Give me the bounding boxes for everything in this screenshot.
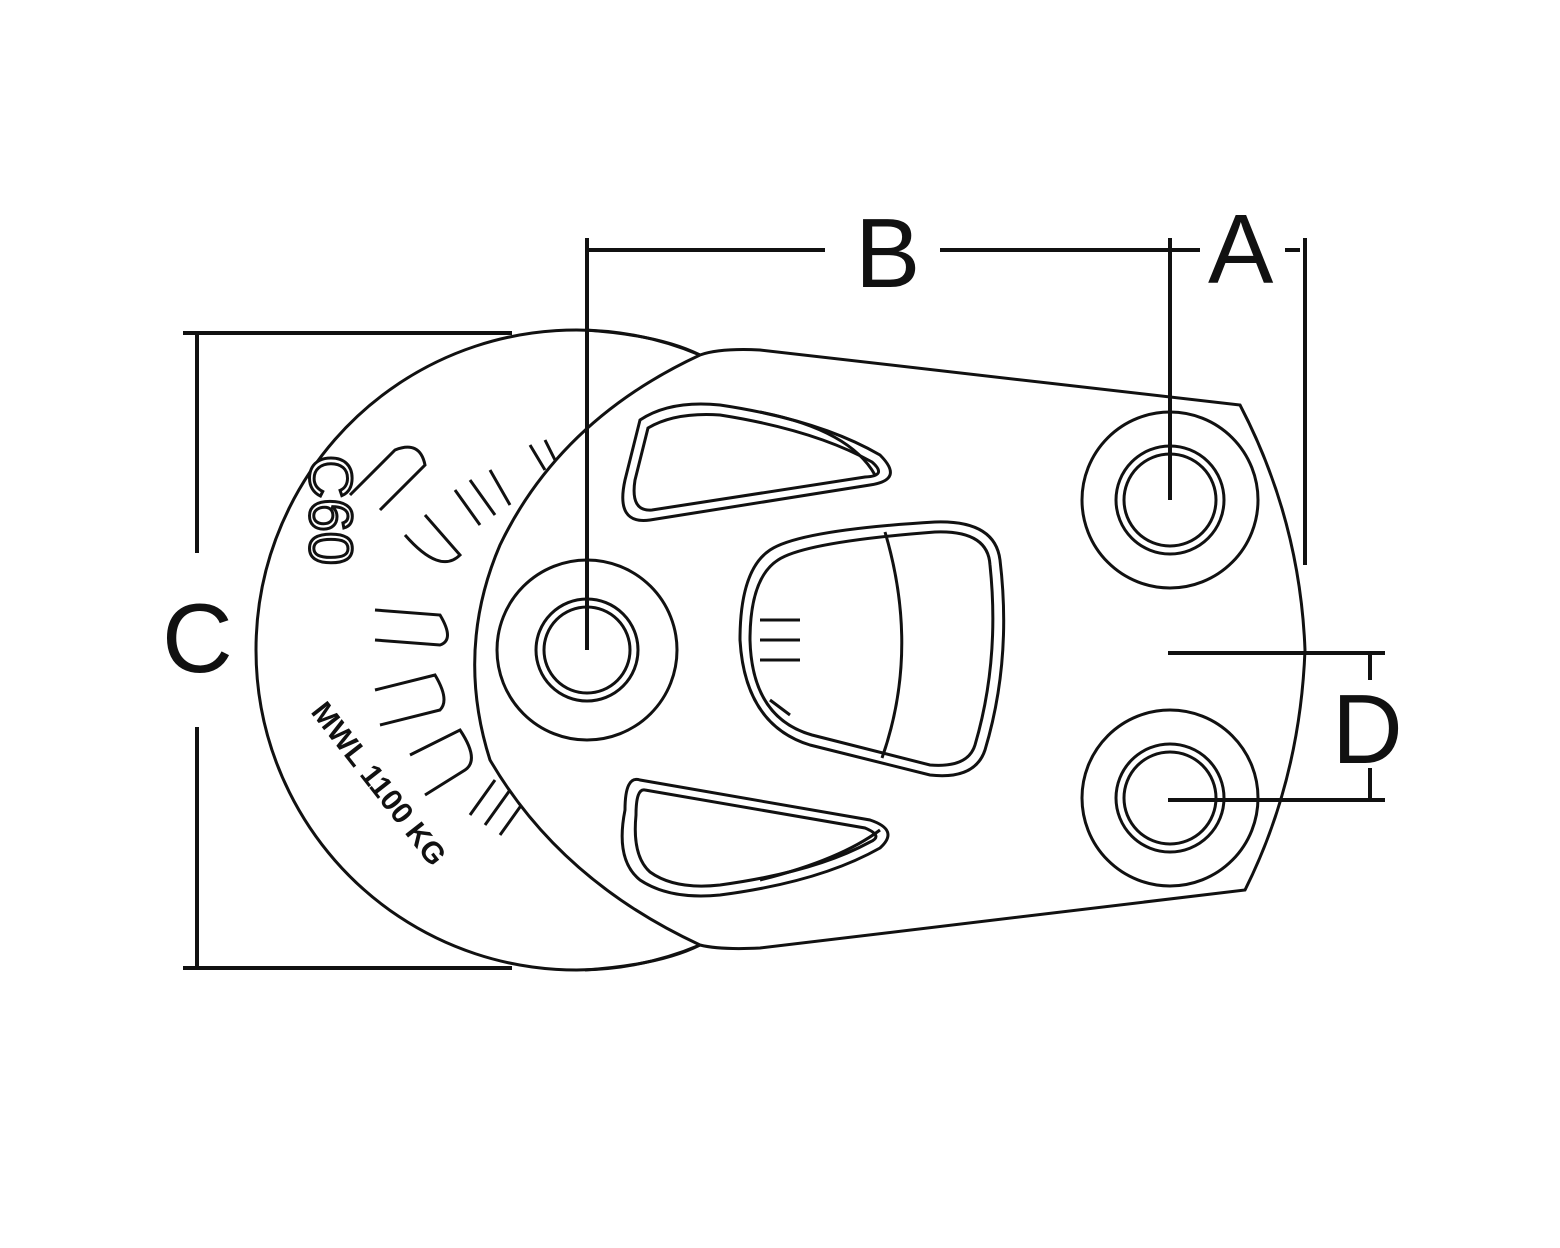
dimension-label-a: A — [1208, 194, 1274, 304]
bottom-window — [620, 777, 890, 898]
sheave-load-marking: MWL 1100 KG — [304, 696, 452, 872]
middle-window — [738, 520, 1006, 778]
dimension-label-c: C — [162, 583, 233, 693]
sheave-ribs — [348, 439, 557, 836]
dimension-label-d: D — [1332, 674, 1403, 784]
sheave-size-marking: C60 — [297, 455, 364, 565]
top-window — [621, 402, 892, 522]
side-plate — [473, 348, 1307, 951]
dimension-c: C — [162, 331, 512, 970]
dimension-label-b: B — [855, 198, 920, 308]
dimension-b: B — [585, 198, 1200, 650]
dimension-d: D — [1168, 651, 1403, 802]
dimension-a: A — [1168, 194, 1307, 565]
